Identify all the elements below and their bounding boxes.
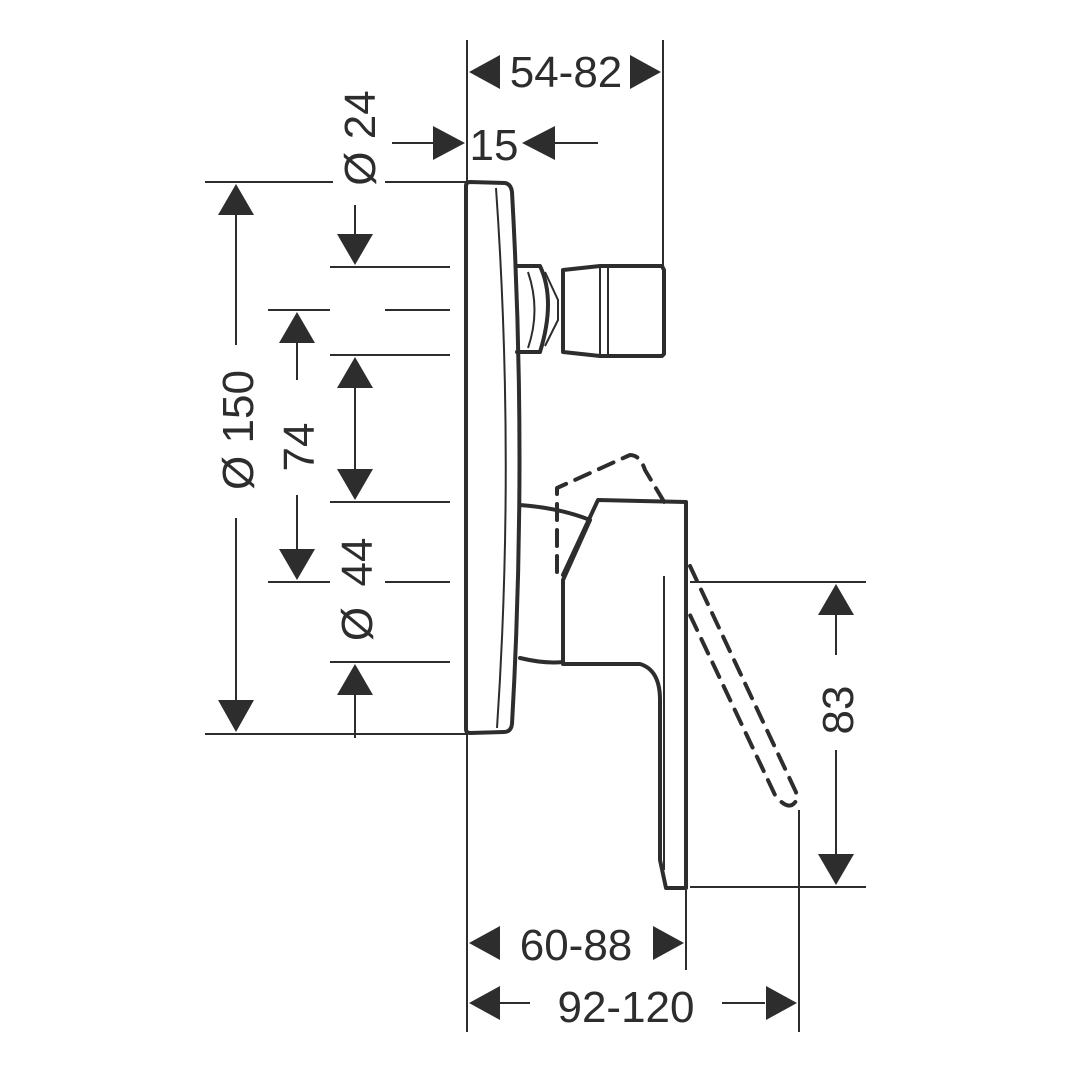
arrow-15-right [522, 126, 555, 160]
arrow-60-88-right [653, 926, 684, 960]
label-83: 83 [814, 686, 863, 735]
arrow-60-88-left [469, 926, 500, 960]
arrow-54-82-right [630, 55, 661, 89]
arrow-92-120-left [469, 986, 500, 1020]
label-diameter-24: Ø 24 [336, 90, 385, 185]
mixer-handle [518, 498, 688, 890]
dimension-lines [235, 142, 837, 1004]
label-diameter-spout: Ø [333, 607, 382, 641]
arrow-150-bottom [218, 700, 254, 732]
arrow-74-bottom [279, 549, 315, 580]
extension-lines [205, 40, 866, 1032]
label-92-120: 92-120 [557, 983, 694, 1032]
label-44: 44 [333, 538, 382, 587]
label-60-88: 60-88 [520, 921, 633, 970]
dimension-labels: 54-82 15 Ø 24 Ø 150 74 44 Ø 83 60-88 92-… [214, 48, 863, 1032]
arrow-44-bottom [337, 469, 373, 500]
arrow-54-82-left [469, 55, 500, 89]
arrow-92-120-right [766, 986, 797, 1020]
arrow-150-top [218, 184, 254, 215]
diverter-knob [515, 264, 666, 358]
handle-alt-position [555, 453, 799, 808]
label-74: 74 [275, 423, 324, 472]
arrow-83-bottom [818, 854, 854, 885]
arrow-24-bottom [337, 664, 373, 695]
arrow-74-top [279, 312, 315, 343]
arrow-24-top [337, 234, 373, 265]
label-15: 15 [470, 121, 519, 170]
arrowheads [218, 55, 854, 1020]
arrow-44-top [337, 357, 373, 388]
wall-plate [464, 180, 522, 735]
label-54-82: 54-82 [510, 48, 623, 97]
label-diameter-150: Ø 150 [214, 370, 263, 490]
arrow-15-left [433, 126, 465, 160]
arrow-83-top [818, 584, 854, 615]
